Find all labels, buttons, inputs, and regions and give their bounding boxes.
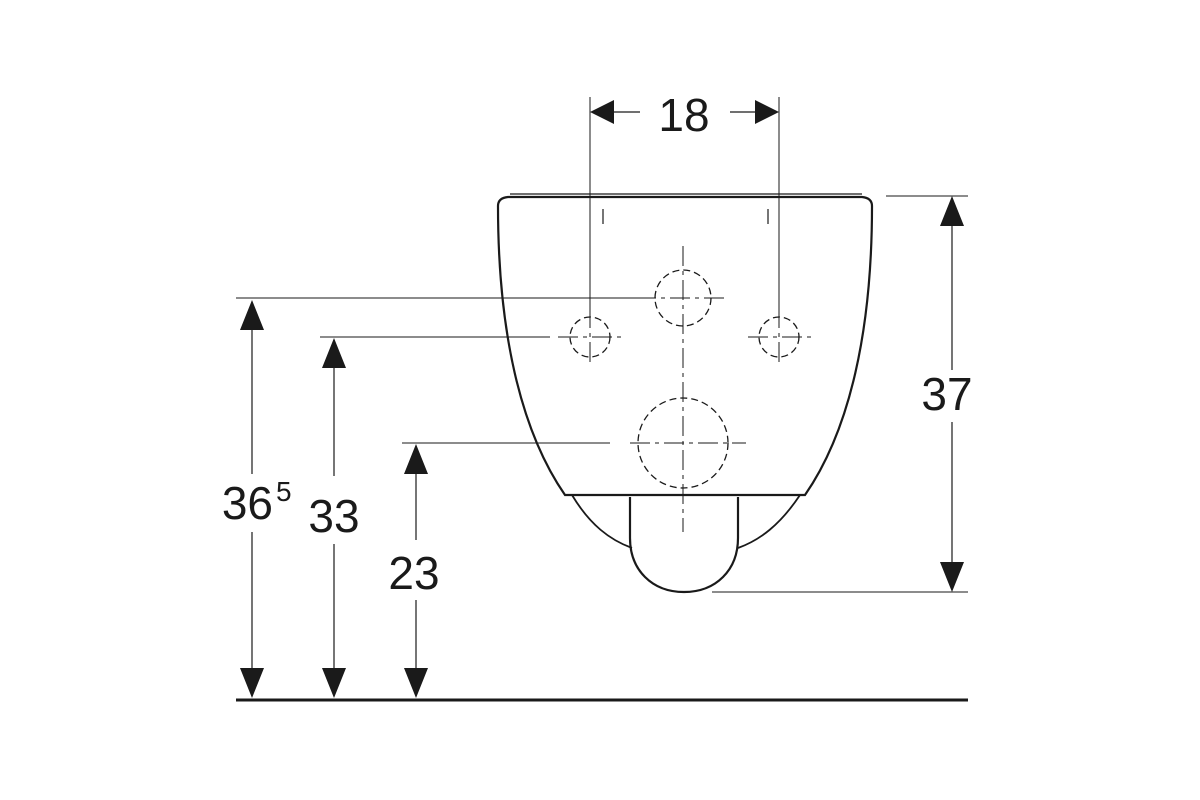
arrowhead bbox=[590, 100, 614, 124]
dimension-label-outlet-height: 23 bbox=[388, 547, 439, 599]
arrowhead bbox=[755, 100, 779, 124]
dimension-label-overall-height: 37 bbox=[921, 368, 972, 420]
dimension-label-inlet-height: 33 bbox=[308, 490, 359, 542]
arrowhead bbox=[404, 444, 428, 474]
inlet-hole bbox=[654, 269, 712, 327]
centre-lines bbox=[558, 246, 812, 532]
dimension-label-hole-spacing: 18 bbox=[658, 89, 709, 141]
arrowhead bbox=[940, 562, 964, 592]
dimension-fixing-height: 36 5 bbox=[222, 300, 292, 698]
left-fixing-hole bbox=[569, 316, 611, 358]
arrowhead bbox=[240, 668, 264, 698]
hidden-holes bbox=[569, 269, 800, 489]
dimension-superscript-fixing-height: 5 bbox=[276, 476, 292, 507]
arrowhead bbox=[940, 196, 964, 226]
dimension-hole-spacing: 18 bbox=[590, 89, 779, 141]
dimension-label-fixing-height: 36 bbox=[222, 477, 273, 529]
extension-lines bbox=[236, 97, 968, 593]
right-fixing-hole bbox=[758, 316, 800, 358]
toilet-body bbox=[496, 193, 874, 549]
dimension-overall-height: 37 bbox=[921, 196, 973, 592]
arrowhead bbox=[322, 668, 346, 698]
arrowhead bbox=[404, 668, 428, 698]
dimension-inlet-height: 33 bbox=[308, 338, 360, 698]
outlet-spigot bbox=[628, 497, 740, 594]
outlet-hole bbox=[637, 397, 729, 489]
arrowhead bbox=[322, 338, 346, 368]
dimension-outlet-height: 23 bbox=[388, 444, 440, 698]
arrowhead bbox=[240, 300, 264, 330]
